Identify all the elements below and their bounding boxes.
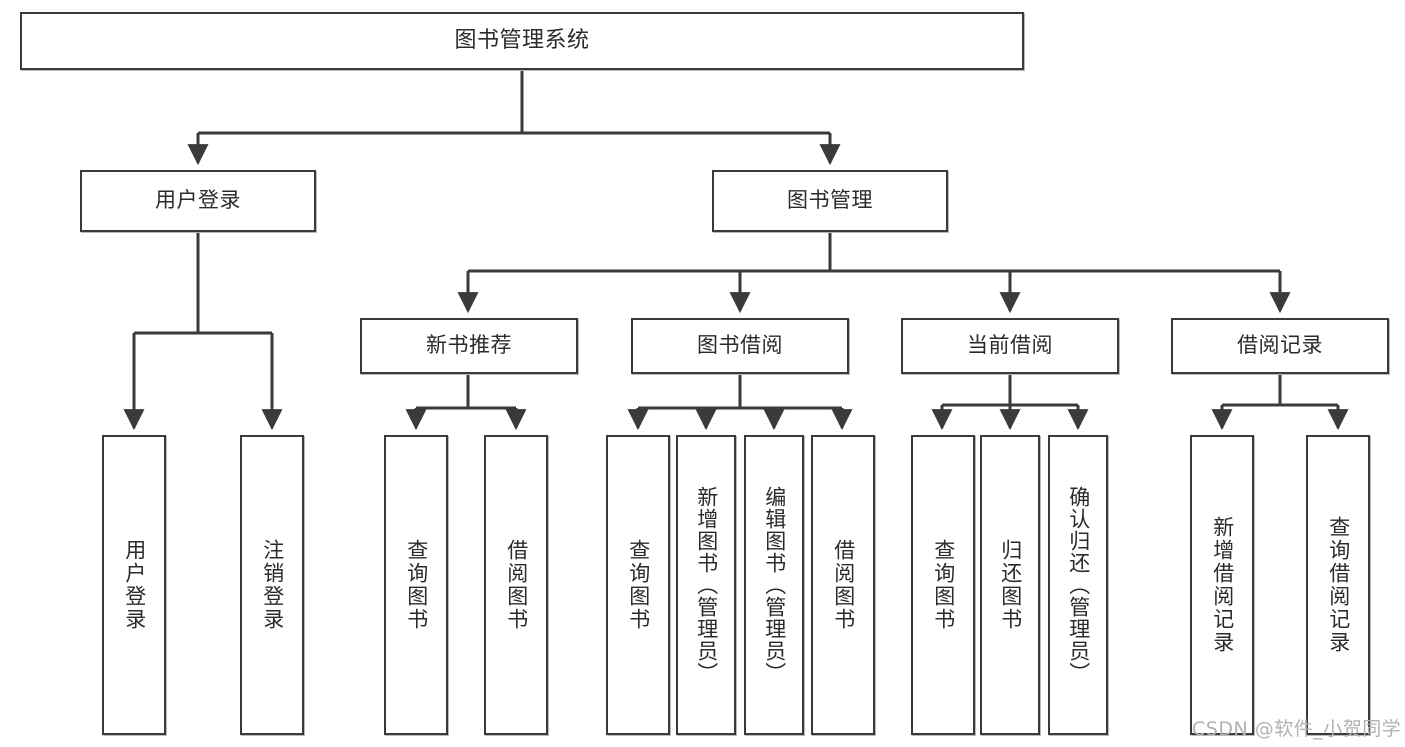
node-label: 新书推荐	[426, 333, 512, 358]
node-label: 图书管理	[787, 188, 873, 213]
node-book-management[interactable]: 图书管理	[712, 170, 948, 232]
node-label: 注销登录	[260, 539, 285, 631]
node-current-borrow[interactable]: 当前借阅	[901, 318, 1119, 374]
node-label: 图书借阅	[697, 333, 783, 358]
leaf-current-borrow-return-book[interactable]: 归还图书	[980, 435, 1040, 735]
leaf-current-borrow-query-book[interactable]: 查询图书	[911, 435, 975, 735]
node-label: 用户登录	[122, 539, 147, 631]
node-root-book-management-system[interactable]: 图书管理系统	[20, 12, 1024, 70]
node-label: 查询借阅记录	[1326, 516, 1351, 654]
node-label: 查询图书	[404, 539, 429, 631]
csdn-watermark: CSDN @软件_小贺同学	[1192, 718, 1402, 740]
node-label: 新增借阅记录	[1210, 516, 1235, 654]
node-label: 用户登录	[155, 188, 241, 213]
node-new-book-recommend[interactable]: 新书推荐	[360, 318, 578, 374]
leaf-book-borrow-query-book[interactable]: 查询图书	[606, 435, 670, 735]
node-book-borrow[interactable]: 图书借阅	[631, 318, 849, 374]
leaf-book-borrow-add-book-admin[interactable]: 新增图书（管理员）	[676, 435, 736, 735]
leaf-book-borrow-borrow-book[interactable]: 借阅图书	[811, 435, 875, 735]
node-label: 新增图书（管理员）	[694, 486, 719, 684]
leaf-new-book-query-book[interactable]: 查询图书	[384, 435, 448, 735]
node-user-login[interactable]: 用户登录	[80, 170, 316, 232]
node-label: 借阅记录	[1237, 333, 1323, 358]
node-label: 借阅图书	[504, 539, 529, 631]
leaf-new-book-borrow-book[interactable]: 借阅图书	[484, 435, 548, 735]
leaf-borrow-record-query-record[interactable]: 查询借阅记录	[1306, 435, 1370, 735]
leaf-user-login-login[interactable]: 用户登录	[102, 435, 166, 735]
node-borrow-record[interactable]: 借阅记录	[1171, 318, 1389, 374]
leaf-borrow-record-add-record[interactable]: 新增借阅记录	[1190, 435, 1254, 735]
node-label: 借阅图书	[831, 539, 856, 631]
node-label: 编辑图书（管理员）	[762, 486, 787, 684]
node-label: 图书管理系统	[454, 27, 590, 53]
node-label: 查询图书	[626, 539, 651, 631]
leaf-current-borrow-confirm-return-admin[interactable]: 确认归还（管理员）	[1048, 435, 1108, 735]
leaf-book-borrow-edit-book-admin[interactable]: 编辑图书（管理员）	[744, 435, 804, 735]
node-label: 归还图书	[998, 539, 1023, 631]
node-label: 当前借阅	[967, 333, 1053, 358]
leaf-user-login-logout[interactable]: 注销登录	[240, 435, 304, 735]
node-label: 查询图书	[931, 539, 956, 631]
node-label: 确认归还（管理员）	[1066, 486, 1091, 684]
